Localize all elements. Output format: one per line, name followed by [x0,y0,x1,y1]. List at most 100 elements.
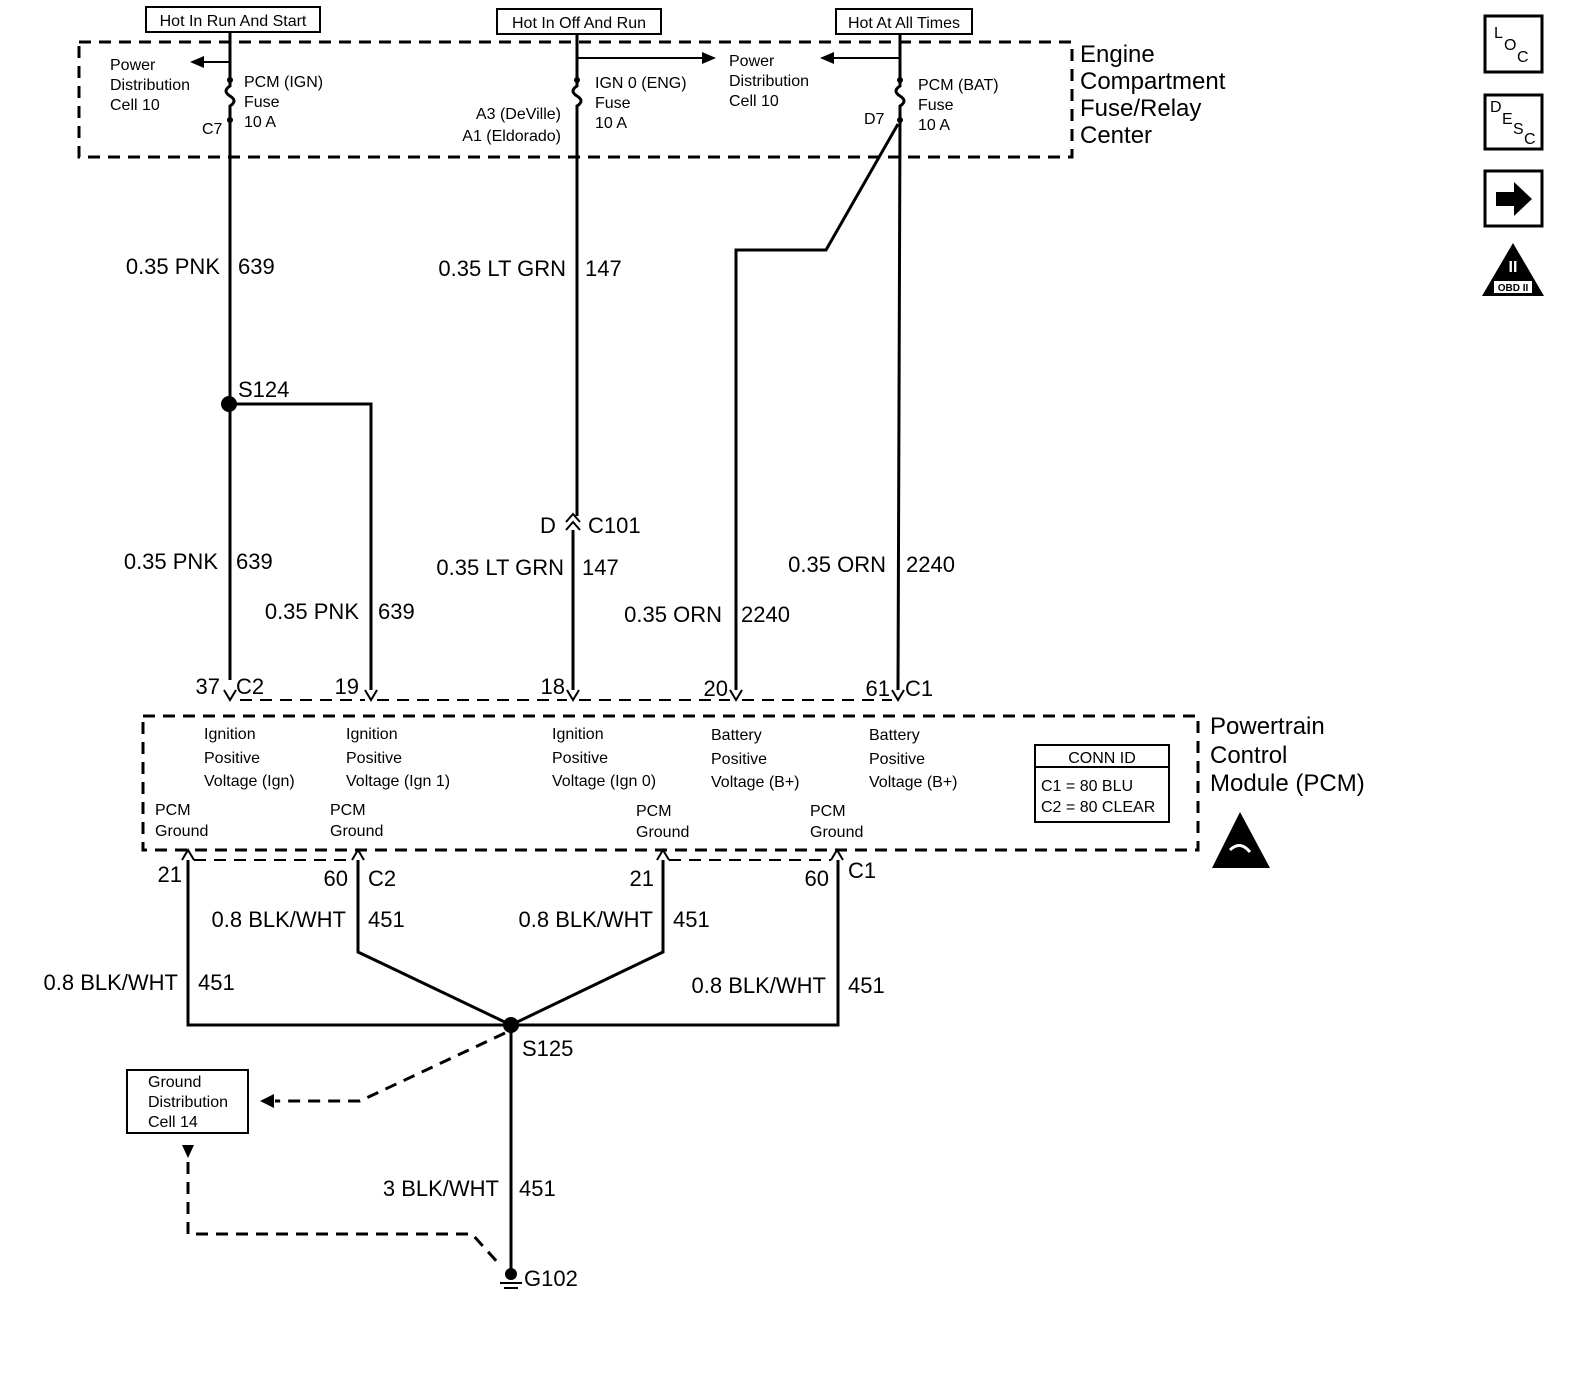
svg-text:0.8 BLK/WHT: 0.8 BLK/WHT [44,970,178,995]
desc-icon-s: S [1513,121,1524,138]
svg-text:Engine: Engine [1080,41,1155,68]
svg-text:639: 639 [378,599,415,624]
svg-text:Battery: Battery [711,727,762,744]
svg-text:451: 451 [368,907,405,932]
pcm-input-bat-b: Battery Positive Voltage (B+) [869,727,958,791]
desc-icon-d: D [1490,99,1502,116]
svg-text:0.35 ORN: 0.35 ORN [624,602,722,627]
obd-ii-button[interactable]: II OBD II [1482,243,1544,296]
svg-text:Fuse: Fuse [244,94,280,111]
svg-text:Positive: Positive [552,750,608,767]
inline-connector-c101-icon [565,512,581,531]
pcm-input-bat-a: Battery Positive Voltage (B+) [711,727,800,791]
svg-text:451: 451 [848,973,885,998]
svg-text:Cell 14: Cell 14 [148,1114,198,1131]
wire-label-ltgrn-top: 0.35 LT GRN 147 [438,256,621,281]
svg-text:10 A: 10 A [595,115,627,132]
svg-text:C1: C1 [848,858,876,883]
wire-orn-2240-branch [734,123,900,690]
splice-s124-label: S124 [238,377,289,402]
pcm-bottom-pins: 21 60 C2 21 60 C1 [158,858,877,891]
ground-dist-arrow-icon [260,1094,274,1108]
svg-text:Ground: Ground [636,824,689,841]
wire-label-pnk-top: 0.35 PNK 639 [126,254,275,279]
wire-label-gnd-2: 0.8 BLK/WHT 451 [519,907,710,932]
svg-text:C1 = 80 BLU: C1 = 80 BLU [1041,778,1133,795]
pcm-bottom-pin-marks [181,848,844,861]
wire-label-pnk-a: 0.35 PNK 639 [124,549,273,574]
svg-text:0.8 BLK/WHT: 0.8 BLK/WHT [519,907,653,932]
loc-icon-c: C [1517,49,1529,66]
pcm-top-pins: 37 C2 19 18 20 61 C1 [196,674,934,701]
svg-text:451: 451 [519,1176,556,1201]
svg-text:37: 37 [196,674,220,699]
splice-s125-label: S125 [522,1036,573,1061]
wire-label-gnd-1: 0.8 BLK/WHT 451 [212,907,405,932]
wire-ground-outer-loop [186,860,840,1027]
svg-text:IGN 0 (ENG): IGN 0 (ENG) [595,75,687,92]
splice-s124-icon [221,396,237,412]
svg-text:147: 147 [582,555,619,580]
svg-text:10 A: 10 A [244,114,276,131]
wire-label-ltgrn-b: 0.35 LT GRN 147 [436,555,618,580]
fuse-ign0-eng-icon [571,58,583,120]
ground-dist-down-arrow-icon [182,1145,194,1158]
wire-label-orn-b: 0.35 ORN 2240 [624,602,790,627]
svg-text:C2: C2 [368,866,396,891]
svg-text:451: 451 [198,970,235,995]
fuse-pcm-bat-pin: D7 [864,111,885,128]
svg-text:Voltage (B+): Voltage (B+) [711,774,800,791]
svg-text:451: 451 [673,907,710,932]
svg-text:Distribution: Distribution [110,77,190,94]
fuse-ign0-eng-label: IGN 0 (ENG) Fuse 10 A [595,75,687,132]
svg-text:Positive: Positive [204,750,260,767]
svg-text:C2: C2 [236,674,264,699]
pcm-ground-3: PCM Ground [636,803,689,841]
svg-text:60: 60 [324,866,348,891]
svg-text:PCM: PCM [155,802,191,819]
svg-text:21: 21 [630,866,654,891]
wire-ground-inner-v [356,860,665,1027]
loc-icon-o: O [1504,37,1516,54]
svg-text:Ignition: Ignition [346,726,398,743]
next-arrow-button[interactable] [1483,169,1544,228]
svg-text:Voltage (Ign 0): Voltage (Ign 0) [552,773,656,790]
svg-text:PCM (IGN): PCM (IGN) [244,74,323,91]
loc-button[interactable]: L O C [1483,14,1544,74]
wire-label-pnk-b: 0.35 PNK 639 [265,599,415,624]
svg-text:Distribution: Distribution [148,1094,228,1111]
ground-distribution-box: Ground Distribution Cell 14 [126,1069,249,1134]
svg-text:Ground: Ground [155,823,208,840]
svg-text:61: 61 [866,676,890,701]
svg-text:Positive: Positive [869,751,925,768]
pcm-input-ign1: Ignition Positive Voltage (Ign 1) [346,726,450,790]
desc-button[interactable]: D E S C [1483,93,1544,151]
svg-text:0.35 PNK: 0.35 PNK [124,549,218,574]
loc-icon-l: L [1494,25,1503,42]
pdc-right-bat-arrow-icon [820,52,834,64]
svg-text:18: 18 [541,674,565,699]
svg-text:0.35 ORN: 0.35 ORN [788,552,886,577]
svg-text:2240: 2240 [906,552,955,577]
svg-text:0.35 PNK: 0.35 PNK [126,254,220,279]
svg-text:Ignition: Ignition [204,726,256,743]
pcm-ground-4: PCM Ground [810,803,863,841]
pcm-input-ign: Ignition Positive Voltage (Ign) [204,726,295,790]
pcm-ground-2: PCM Ground [330,802,383,840]
svg-text:Compartment: Compartment [1080,68,1226,95]
pdc-left-label: Power Distribution Cell 10 [110,57,190,114]
svg-text:Ground: Ground [330,823,383,840]
svg-text:Distribution: Distribution [729,73,809,90]
fuse-ign0-pin-deville: A3 (DeVille) [476,106,561,123]
fuse-pcm-ign-label: PCM (IGN) Fuse 10 A [244,74,323,131]
connector-c101-pin: D [540,513,556,538]
hot-label-all-times: Hot At All Times [835,8,973,35]
pcm-input-ign0: Ignition Positive Voltage (Ign 0) [552,726,656,790]
pcm-ground-1: PCM Ground [155,802,208,840]
pcm-top-pin-marks [223,689,905,702]
svg-text:PCM: PCM [330,802,366,819]
svg-text:0.8 BLK/WHT: 0.8 BLK/WHT [212,907,346,932]
svg-text:Fuse/Relay: Fuse/Relay [1080,95,1201,122]
wire-orn-2240-direct [896,119,902,691]
pdc-left-arrow-icon [190,56,204,68]
